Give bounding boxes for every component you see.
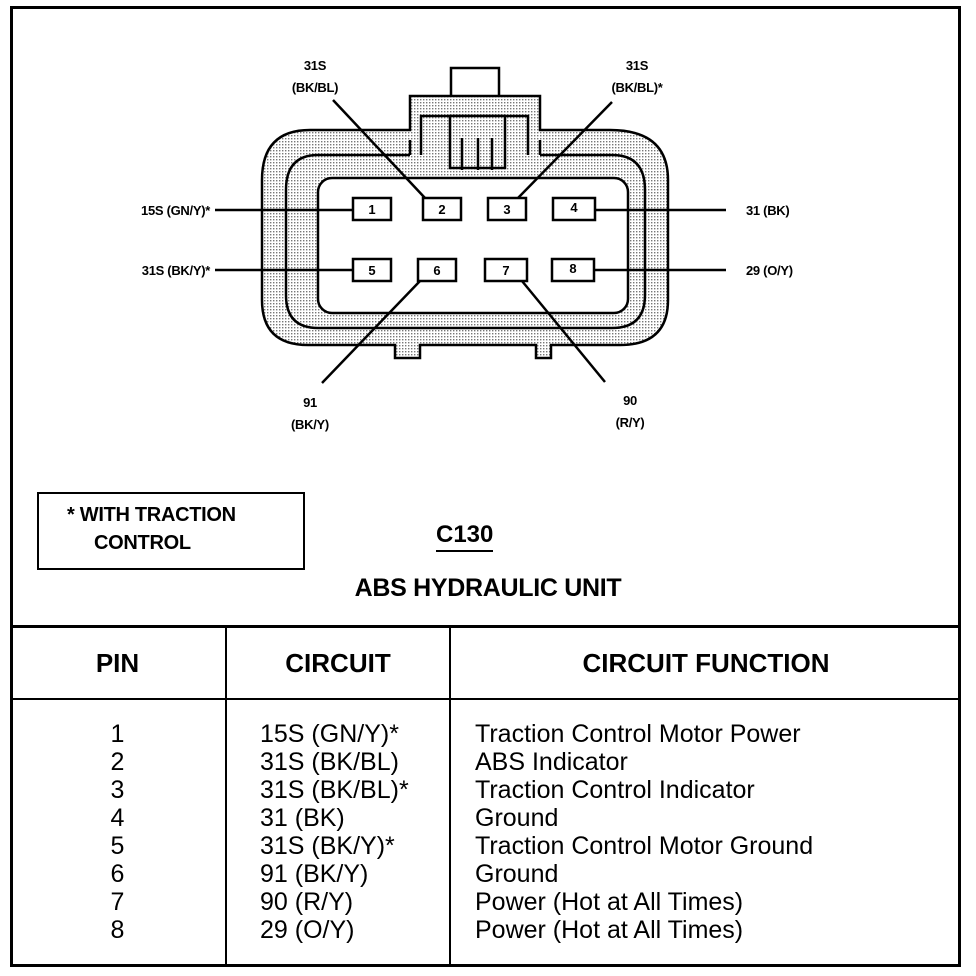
pin-number-8: 8 xyxy=(569,261,577,276)
pin-3-box xyxy=(486,196,528,222)
table-divider-1 xyxy=(225,628,227,967)
table-cell-circuit: 90 (R/Y) xyxy=(260,888,354,916)
note-line-1: * WITH TRACTION xyxy=(67,504,236,526)
table-cell-circuit: 91 (BK/Y) xyxy=(260,860,369,888)
pin-number-1: 1 xyxy=(368,202,376,217)
table-cell-pin: 8 xyxy=(110,916,125,944)
wire-label-pin3-color: (BK/BL)* xyxy=(611,80,663,95)
table-cell-circuit: 15S (GN/Y)* xyxy=(260,720,399,748)
table-cell-circuit: 31S (BK/BL) xyxy=(260,748,399,776)
table-cell-circuit: 31S (BK/BL)* xyxy=(260,776,409,804)
pin-7-box xyxy=(483,257,529,283)
connector-cavity xyxy=(316,176,630,315)
wire-label-pin5: 31S (BK/Y)* xyxy=(141,263,211,278)
wire-label-pin8: 29 (O/Y) xyxy=(746,263,793,278)
table-cell-function: Traction Control Motor Power xyxy=(475,720,801,748)
note-line-2: CONTROL xyxy=(94,532,191,554)
wire-label-pin2-color: (BK/BL) xyxy=(291,80,339,95)
circuit-column: 15S (GN/Y)* 31S (BK/BL) 31S (BK/BL)* 31 … xyxy=(260,720,450,944)
table-cell-pin: 2 xyxy=(110,748,125,776)
function-column: Traction Control Motor Power ABS Indicat… xyxy=(475,720,955,944)
connector-drawing xyxy=(215,66,726,384)
table-cell-function: Power (Hot at All Times) xyxy=(475,916,744,944)
pin-number-5: 5 xyxy=(368,263,376,278)
header-circuit: CIRCUIT xyxy=(285,648,391,678)
wire-label-pin2-circuit: 31S xyxy=(303,58,327,73)
connector-id: C130 xyxy=(436,522,494,552)
table-cell-function: Ground xyxy=(475,860,559,888)
traction-control-note: * WITH TRACTION CONTROL xyxy=(37,492,305,570)
table-cell-function: Traction Control Motor Ground xyxy=(475,832,814,860)
header-pin: PIN xyxy=(95,648,140,678)
wire-label-pin6-circuit: 91 xyxy=(303,395,317,410)
wire-label-pin7-circuit: 90 xyxy=(623,393,637,408)
table-cell-pin: 6 xyxy=(110,860,125,888)
wire-label-pin1: 15S (GN/Y)* xyxy=(141,203,210,218)
table-cell-circuit: 29 (O/Y) xyxy=(260,916,355,944)
table-cell-pin: 5 xyxy=(110,832,125,860)
table-cell-pin: 1 xyxy=(110,720,125,748)
table-cell-circuit: 31S (BK/Y)* xyxy=(260,832,395,860)
table-cell-function: Ground xyxy=(475,804,559,832)
connector-housing-middle xyxy=(284,140,647,330)
pin-boxes xyxy=(351,196,597,283)
pin-column: 1 2 3 4 5 6 7 8 xyxy=(10,720,225,944)
table-divider-2 xyxy=(449,628,451,967)
table-cell-function: Power (Hot at All Times) xyxy=(475,888,744,916)
pin-number-3: 3 xyxy=(503,202,511,217)
table-cell-pin: 3 xyxy=(110,776,125,804)
table-header-rule xyxy=(10,698,961,700)
pin-table: PIN CIRCUIT CIRCUIT FUNCTION 1 2 3 4 5 6… xyxy=(10,625,961,967)
table-cell-pin: 4 xyxy=(110,804,125,832)
diagram-frame xyxy=(10,6,961,967)
wire-label-pin7-color: (R/Y) xyxy=(615,415,645,430)
wire-label-pin6-color: (BK/Y) xyxy=(291,417,329,432)
pin-number-6: 6 xyxy=(433,263,441,278)
table-cell-pin: 7 xyxy=(110,888,125,916)
table-cell-circuit: 31 (BK) xyxy=(260,804,345,832)
header-circuit-function: CIRCUIT FUNCTION xyxy=(582,648,830,678)
wire-label-pin4: 31 (BK) xyxy=(746,203,790,218)
leader-lines xyxy=(215,99,726,384)
connector-latch xyxy=(449,66,501,100)
pin-2-box xyxy=(421,196,463,222)
wire-label-pin3-circuit: 31S xyxy=(625,58,649,73)
table-cell-function: ABS Indicator xyxy=(475,748,628,776)
table-cell-function: Traction Control Indicator xyxy=(475,776,755,804)
pin-number-4: 4 xyxy=(570,200,578,215)
unit-title: ABS HYDRAULIC UNIT xyxy=(354,574,622,602)
pin-number-7: 7 xyxy=(502,263,510,278)
pin-6-box xyxy=(416,257,458,283)
pin-number-2: 2 xyxy=(438,202,446,217)
